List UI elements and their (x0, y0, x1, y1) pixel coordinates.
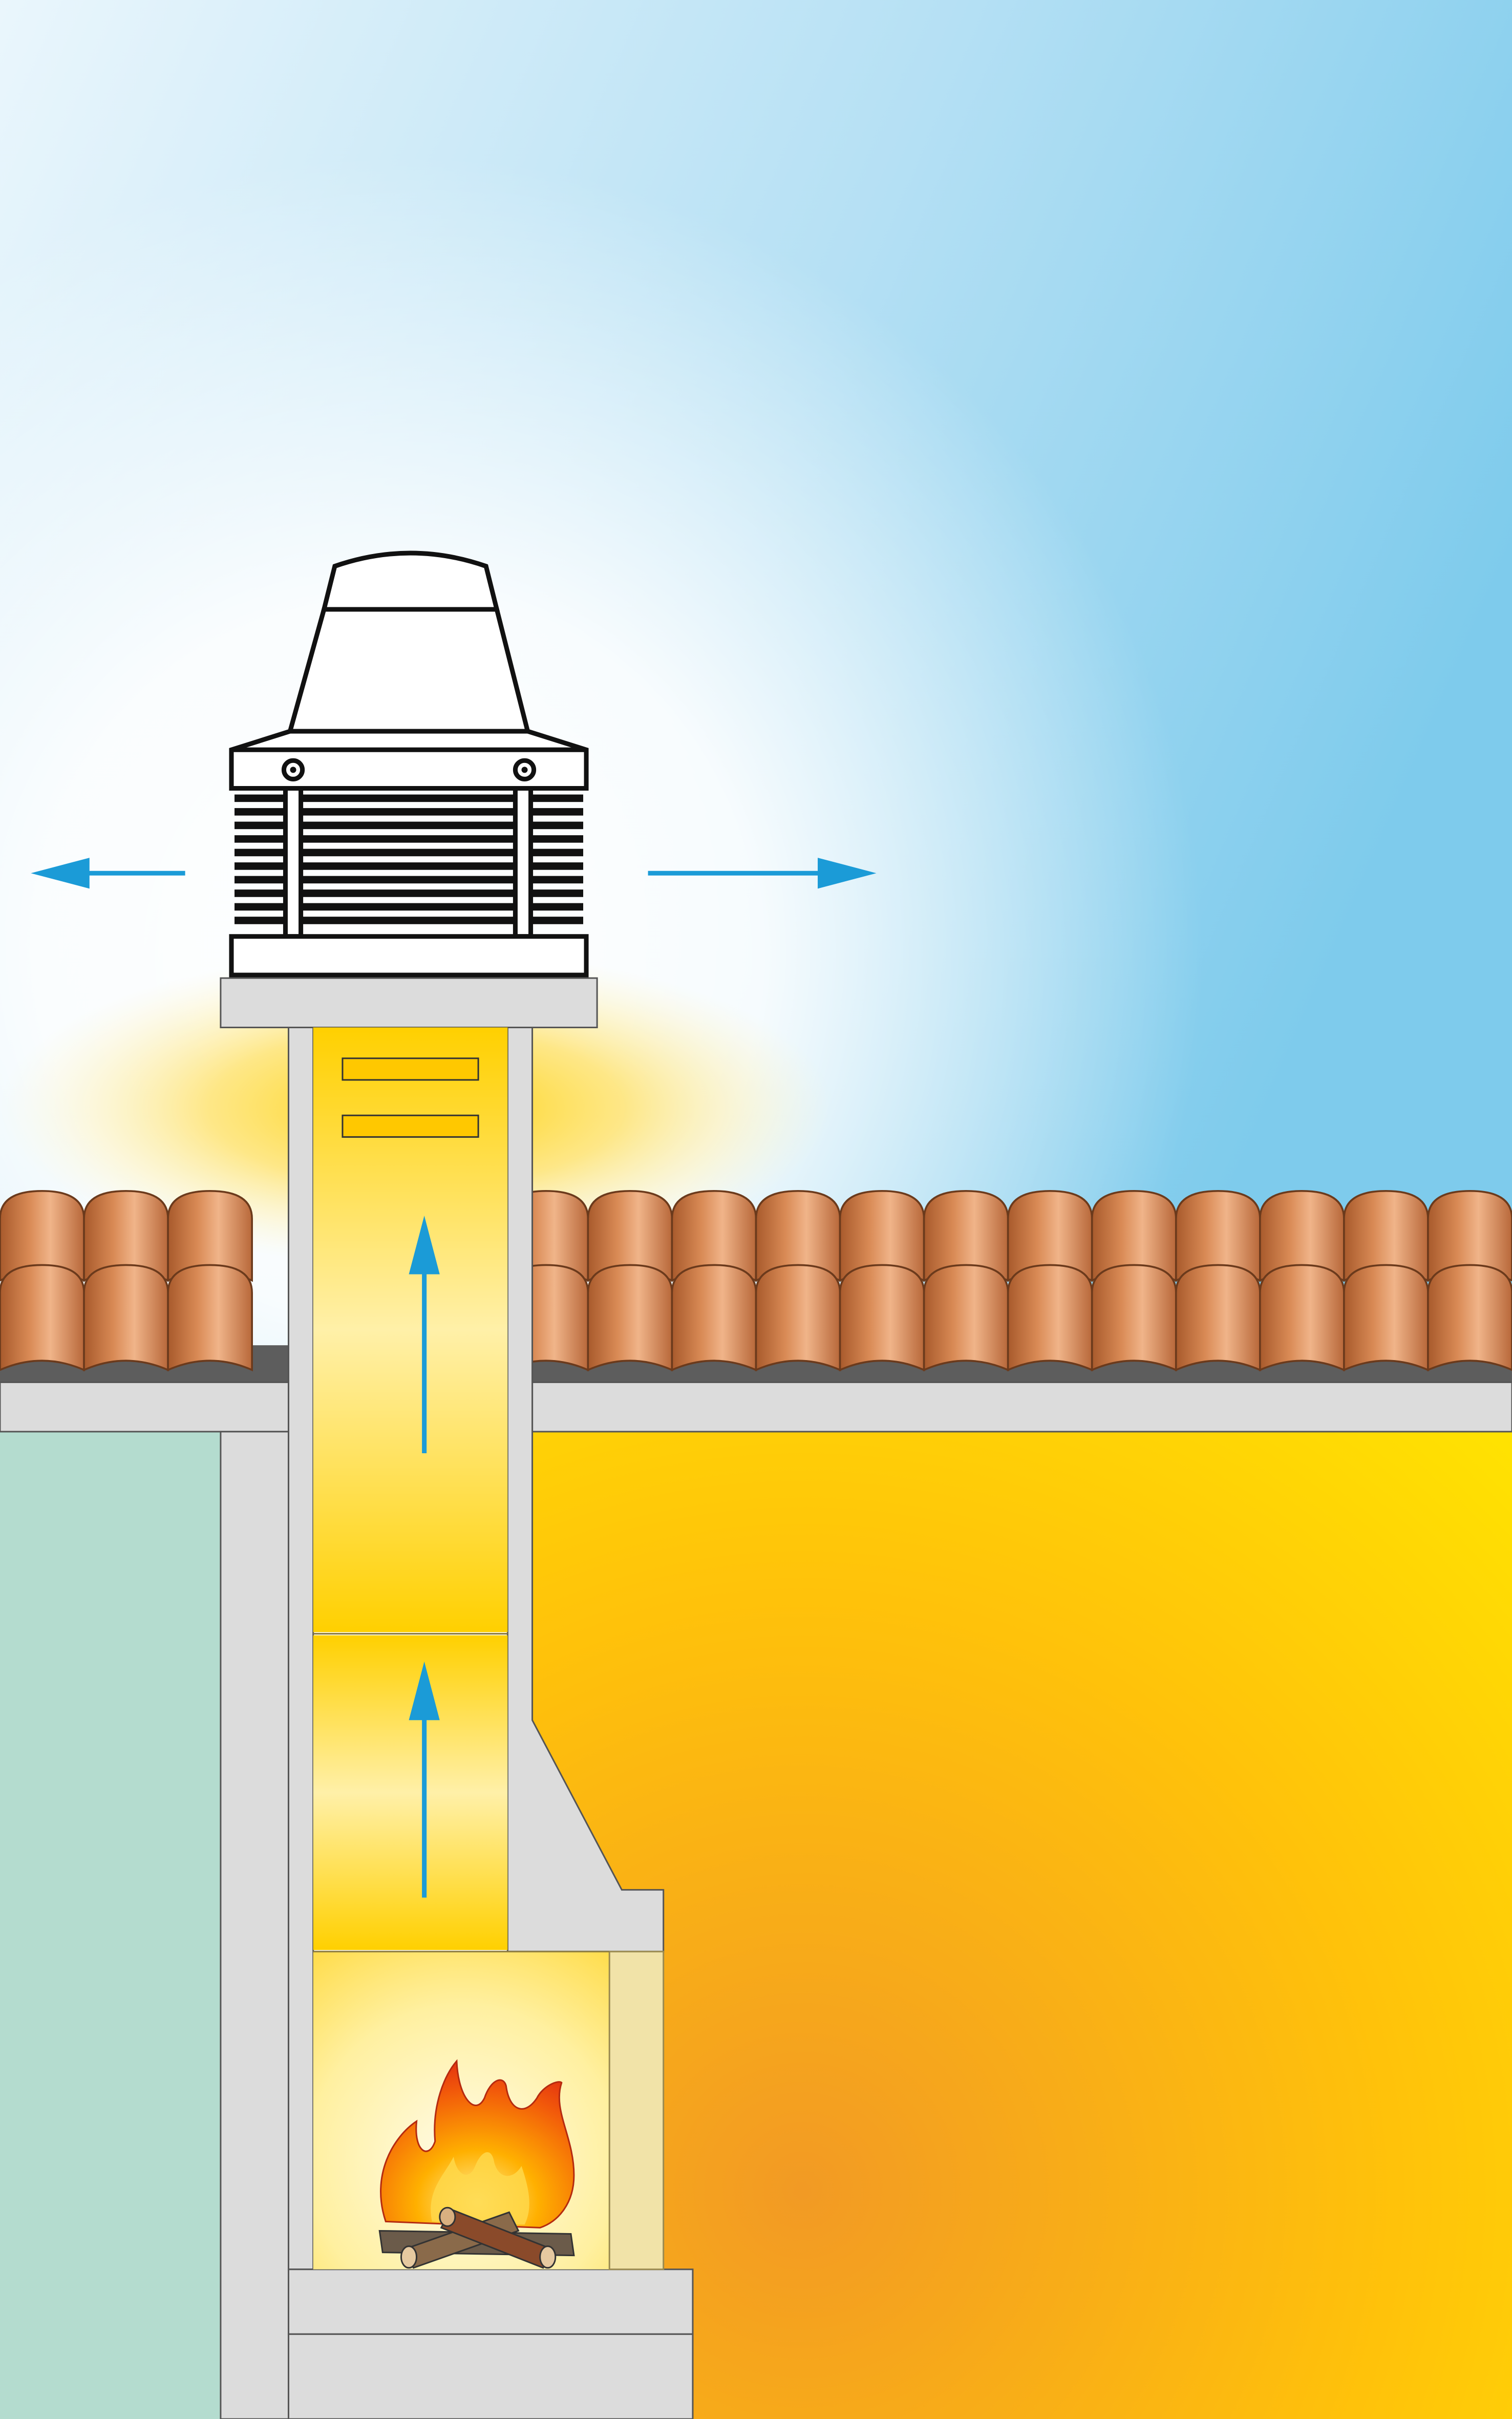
fan-louver (235, 835, 584, 843)
roof-tile (83, 1264, 169, 1372)
fan-brim (229, 729, 589, 791)
fan-louvers (235, 794, 584, 924)
fan-louver (235, 821, 584, 830)
flue-lower-arrow-icon (409, 1661, 440, 1898)
roof-tile (839, 1264, 925, 1372)
roof-tile (923, 1264, 1009, 1372)
roof-tile (1091, 1264, 1177, 1372)
roof-tile (0, 1264, 85, 1372)
fan-louver (235, 889, 584, 897)
fan-louver (235, 903, 584, 911)
roof-tile (1007, 1264, 1093, 1372)
fan-post (283, 786, 304, 939)
roof-tiles (0, 1190, 1512, 1383)
fire-icon (378, 2059, 575, 2269)
roof-tile (1343, 1264, 1429, 1372)
fan-post (513, 786, 534, 939)
fan-louver (235, 794, 584, 802)
roof-tile (1259, 1264, 1345, 1372)
flue-vent-slot (342, 1114, 479, 1138)
flue-vent-slot (342, 1057, 479, 1081)
fan-louver (235, 848, 584, 857)
fan-motor-cone (287, 607, 531, 734)
roof-tile (167, 1264, 253, 1372)
fan-louver (235, 917, 584, 924)
log-icon (378, 2206, 575, 2269)
fan-base (229, 934, 589, 978)
fan-louver (235, 876, 584, 884)
roof-tile (755, 1264, 841, 1372)
fan-louver (235, 862, 584, 870)
airflow-arrows (31, 858, 877, 1898)
fan-louver (235, 808, 584, 816)
exhaust-right-arrow-icon (648, 858, 877, 889)
ceiling-slab (0, 1381, 1512, 1433)
fan-cap (321, 550, 500, 612)
flue-interior (313, 1027, 508, 1950)
exhaust-left-arrow-icon (31, 858, 185, 889)
roof-tile (671, 1264, 757, 1372)
roof-tile (1175, 1264, 1261, 1372)
left-wall (0, 1431, 221, 2419)
roof-tile (587, 1264, 673, 1372)
roof-tile (1427, 1264, 1512, 1372)
chimney-fan (229, 550, 589, 978)
flue-upper-arrow-icon (409, 1216, 440, 1454)
interior-room (532, 1431, 1512, 2419)
